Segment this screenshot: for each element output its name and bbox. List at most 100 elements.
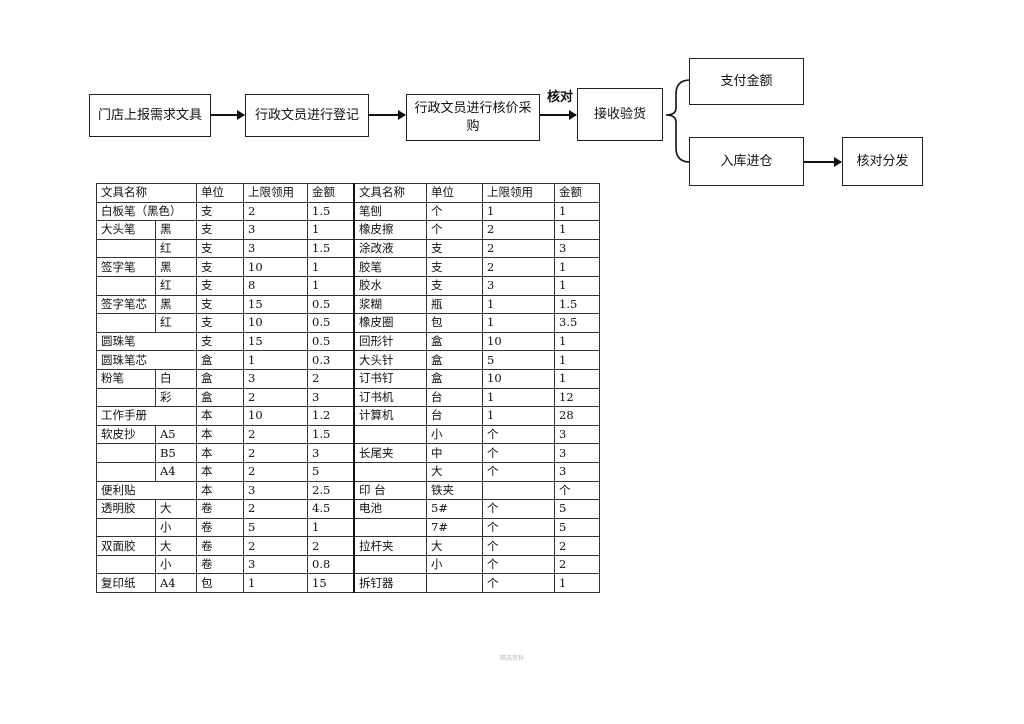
flow-arrow [369,110,406,120]
table-cell: 铁夹 [426,480,483,501]
table-cell: 个 [482,573,555,594]
table-cell: 大 [155,536,197,556]
table-cell [353,424,427,445]
table-cell: 白 [155,368,197,389]
table-cell: 1 [554,573,600,594]
table-cell: 1 [482,387,555,408]
table-cell: 3 [554,424,600,445]
table-cell: 橡皮擦 [353,220,427,240]
table-cell: 包 [196,573,244,594]
flow-step-warehouse-in: 入库进仓 [689,137,804,186]
table-cell: 2 [243,424,308,445]
table-cell: 2.5 [307,480,355,501]
table-cell: 15 [243,294,308,315]
table-cell: 支 [196,238,244,259]
table-cell: 10 [482,331,555,352]
table-cell: 10 [482,368,555,389]
table-cell [96,461,156,482]
table-cell: 印 台 [353,480,427,501]
table-cell: 5 [482,350,555,370]
table-cell: 10 [243,257,308,277]
header-cell: 金额 [554,183,600,203]
table-cell: 2 [554,554,600,575]
flow-step-receive-inspect: 接收验货 [577,88,663,141]
table-cell: 拉杆夹 [353,536,427,556]
table-cell: 个 [482,443,555,463]
flow-arrow [211,110,245,120]
table-cell: 1.5 [554,294,600,315]
table-cell: 本 [196,424,244,445]
table-cell [353,517,427,538]
table-cell: 支 [426,257,483,277]
table-cell: 3 [554,443,600,463]
table-cell: 盒 [196,387,244,408]
header-cell: 金额 [307,183,355,203]
table-cell: 1 [307,220,355,240]
table-cell: 3 [307,387,355,408]
table-cell: 3 [243,220,308,240]
table-cell: 本 [196,406,244,426]
table-cell: 3 [554,238,600,259]
table-cell: 3 [243,368,308,389]
table-cell: 大 [426,461,483,482]
table-cell: 卷 [196,517,244,538]
table-cell: 1 [482,294,555,315]
table-cell: 圆珠笔 [96,331,197,352]
table-cell: 2 [243,201,308,222]
table-cell: 3 [243,554,308,575]
table-cell: 大 [155,499,197,519]
table-cell: 复印纸 [96,573,156,594]
table-cell: 8 [243,275,308,296]
table-cell: 红 [155,238,197,259]
header-cell: 文具名称 [353,183,427,203]
table-cell: A5 [155,424,197,445]
table-cell: 小 [426,554,483,575]
flow-step-label: 入库进仓 [720,153,773,169]
flow-step-label: 门店上报需求文具 [97,107,202,123]
header-cell: 上限领用 [243,183,308,203]
table-cell: 1.5 [307,424,355,445]
table-cell: 2 [243,461,308,482]
table-cell: 支 [196,275,244,296]
table-cell: 12 [554,387,600,408]
table-cell: 小 [426,424,483,445]
table-cell: 盒 [196,350,244,370]
table-cell: 卷 [196,554,244,575]
table-cell: 个 [426,220,483,240]
table-cell: 0.5 [307,313,355,333]
table-cell: 签字笔 [96,257,156,277]
table-cell [353,461,427,482]
table-cell [96,313,156,333]
table-cell: 1 [482,201,555,222]
table-cell: 本 [196,461,244,482]
table-cell: 1 [554,201,600,222]
table-cell: A4 [155,461,197,482]
table-cell: 笔刨 [353,201,427,222]
table-cell: 个 [482,424,555,445]
table-cell: 浆糊 [353,294,427,315]
table-cell: 1 [482,313,555,333]
table-cell [426,573,483,594]
table-cell: 1.2 [307,406,355,426]
table-cell: 2 [243,387,308,408]
table-cell: 1 [243,350,308,370]
table-cell: 透明胶 [96,499,156,519]
table-cell: 个 [482,517,555,538]
table-cell: 5 [554,517,600,538]
table-cell: 涂改液 [353,238,427,259]
table-cell: 支 [196,257,244,277]
footer-watermark: 精选资料 [500,655,525,662]
table-cell: 台 [426,406,483,426]
table-cell: 5 [307,461,355,482]
table-cell: B5 [155,443,197,463]
table-cell: 支 [196,220,244,240]
table-cell: 0.5 [307,294,355,315]
